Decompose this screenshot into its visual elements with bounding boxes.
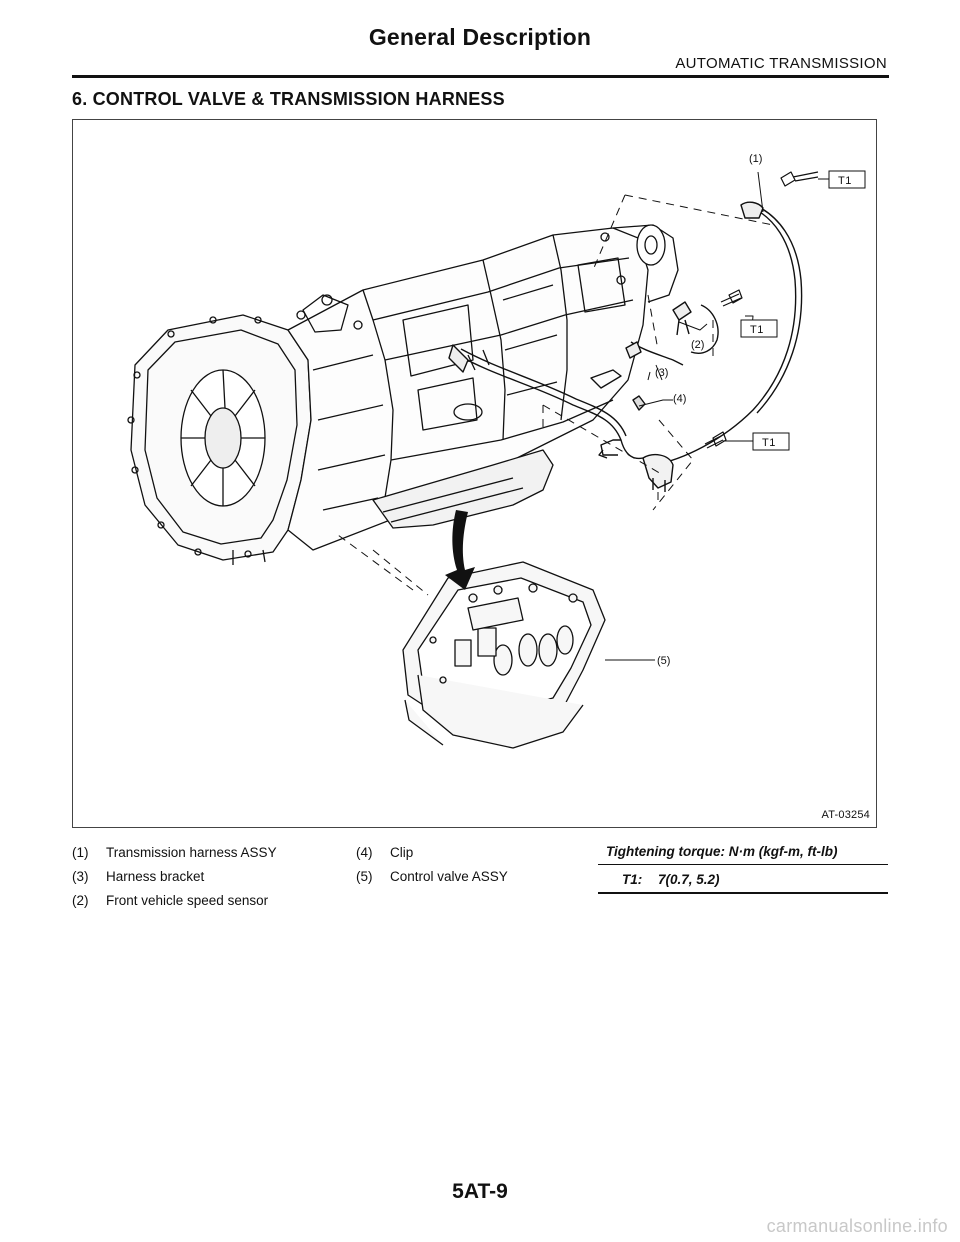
figure-frame: (1) (2) (3) (4) (5) T1 T1 T1 AT-03254 [72, 119, 877, 828]
legend-text: Control valve ASSY [390, 869, 508, 884]
legend-item: (4) Clip [356, 845, 413, 860]
svg-text:T1: T1 [838, 175, 852, 187]
torque-row: T1: 7(0.7, 5.2) [598, 865, 888, 894]
transmission-harness-drawing [448, 201, 803, 492]
legend-number: (3) [72, 869, 89, 884]
legend-text: Harness bracket [106, 869, 205, 884]
legend-number: (2) [72, 893, 89, 908]
legend-number: (5) [356, 869, 373, 884]
legend-item: (1) Transmission harness ASSY [72, 845, 277, 860]
torque-spec: Tightening torque: N·m (kgf-m, ft-lb) T1… [598, 844, 888, 894]
bell-housing-drawing [127, 314, 312, 565]
dashed-guide-lines [337, 194, 774, 596]
control-valve-drawing [402, 561, 606, 749]
page-number: 5AT-9 [452, 1180, 508, 1203]
legend-number: (4) [356, 845, 373, 860]
legend-text: Transmission harness ASSY [106, 845, 277, 860]
legend-number: (1) [72, 845, 89, 860]
figure-code: AT-03254 [821, 809, 870, 821]
svg-text:T1: T1 [762, 437, 776, 449]
torque-tag-2: T1 [740, 319, 778, 338]
legend-item: (5) Control valve ASSY [356, 869, 508, 884]
section-heading: 6. CONTROL VALVE & TRANSMISSION HARNESS [72, 89, 505, 109]
legend-text: Clip [390, 845, 414, 860]
legend-text: Front vehicle speed sensor [106, 893, 269, 908]
bolt-drawings [704, 171, 819, 449]
callout-5: (5) [657, 655, 670, 667]
watermark: carmanualsonline.info [766, 1216, 948, 1236]
transmission-case-drawing [287, 224, 679, 551]
transmission-diagram: (1) (2) (3) (4) (5) T1 T1 T1 [127, 153, 866, 749]
svg-text:T1: T1 [750, 324, 764, 336]
callout-4: (4) [673, 393, 686, 405]
torque-tag-1: T1 [828, 170, 866, 189]
callout-3: (3) [655, 367, 668, 379]
torque-heading: Tightening torque: N·m (kgf-m, ft-lb) [598, 844, 888, 865]
section-label: AUTOMATIC TRANSMISSION [675, 55, 887, 72]
torque-value: 7(0.7, 5.2) [658, 872, 720, 887]
torque-tag-3: T1 [752, 432, 790, 451]
legend-item: (3) Harness bracket [72, 869, 204, 884]
callout-1: (1) [749, 153, 762, 165]
callout-2: (2) [691, 339, 704, 351]
removal-arrow [445, 510, 475, 590]
page-title: General Description [368, 24, 592, 50]
torque-key: T1: [622, 872, 643, 887]
legend-item: (2) Front vehicle speed sensor [72, 893, 268, 908]
header-rule [72, 75, 889, 78]
